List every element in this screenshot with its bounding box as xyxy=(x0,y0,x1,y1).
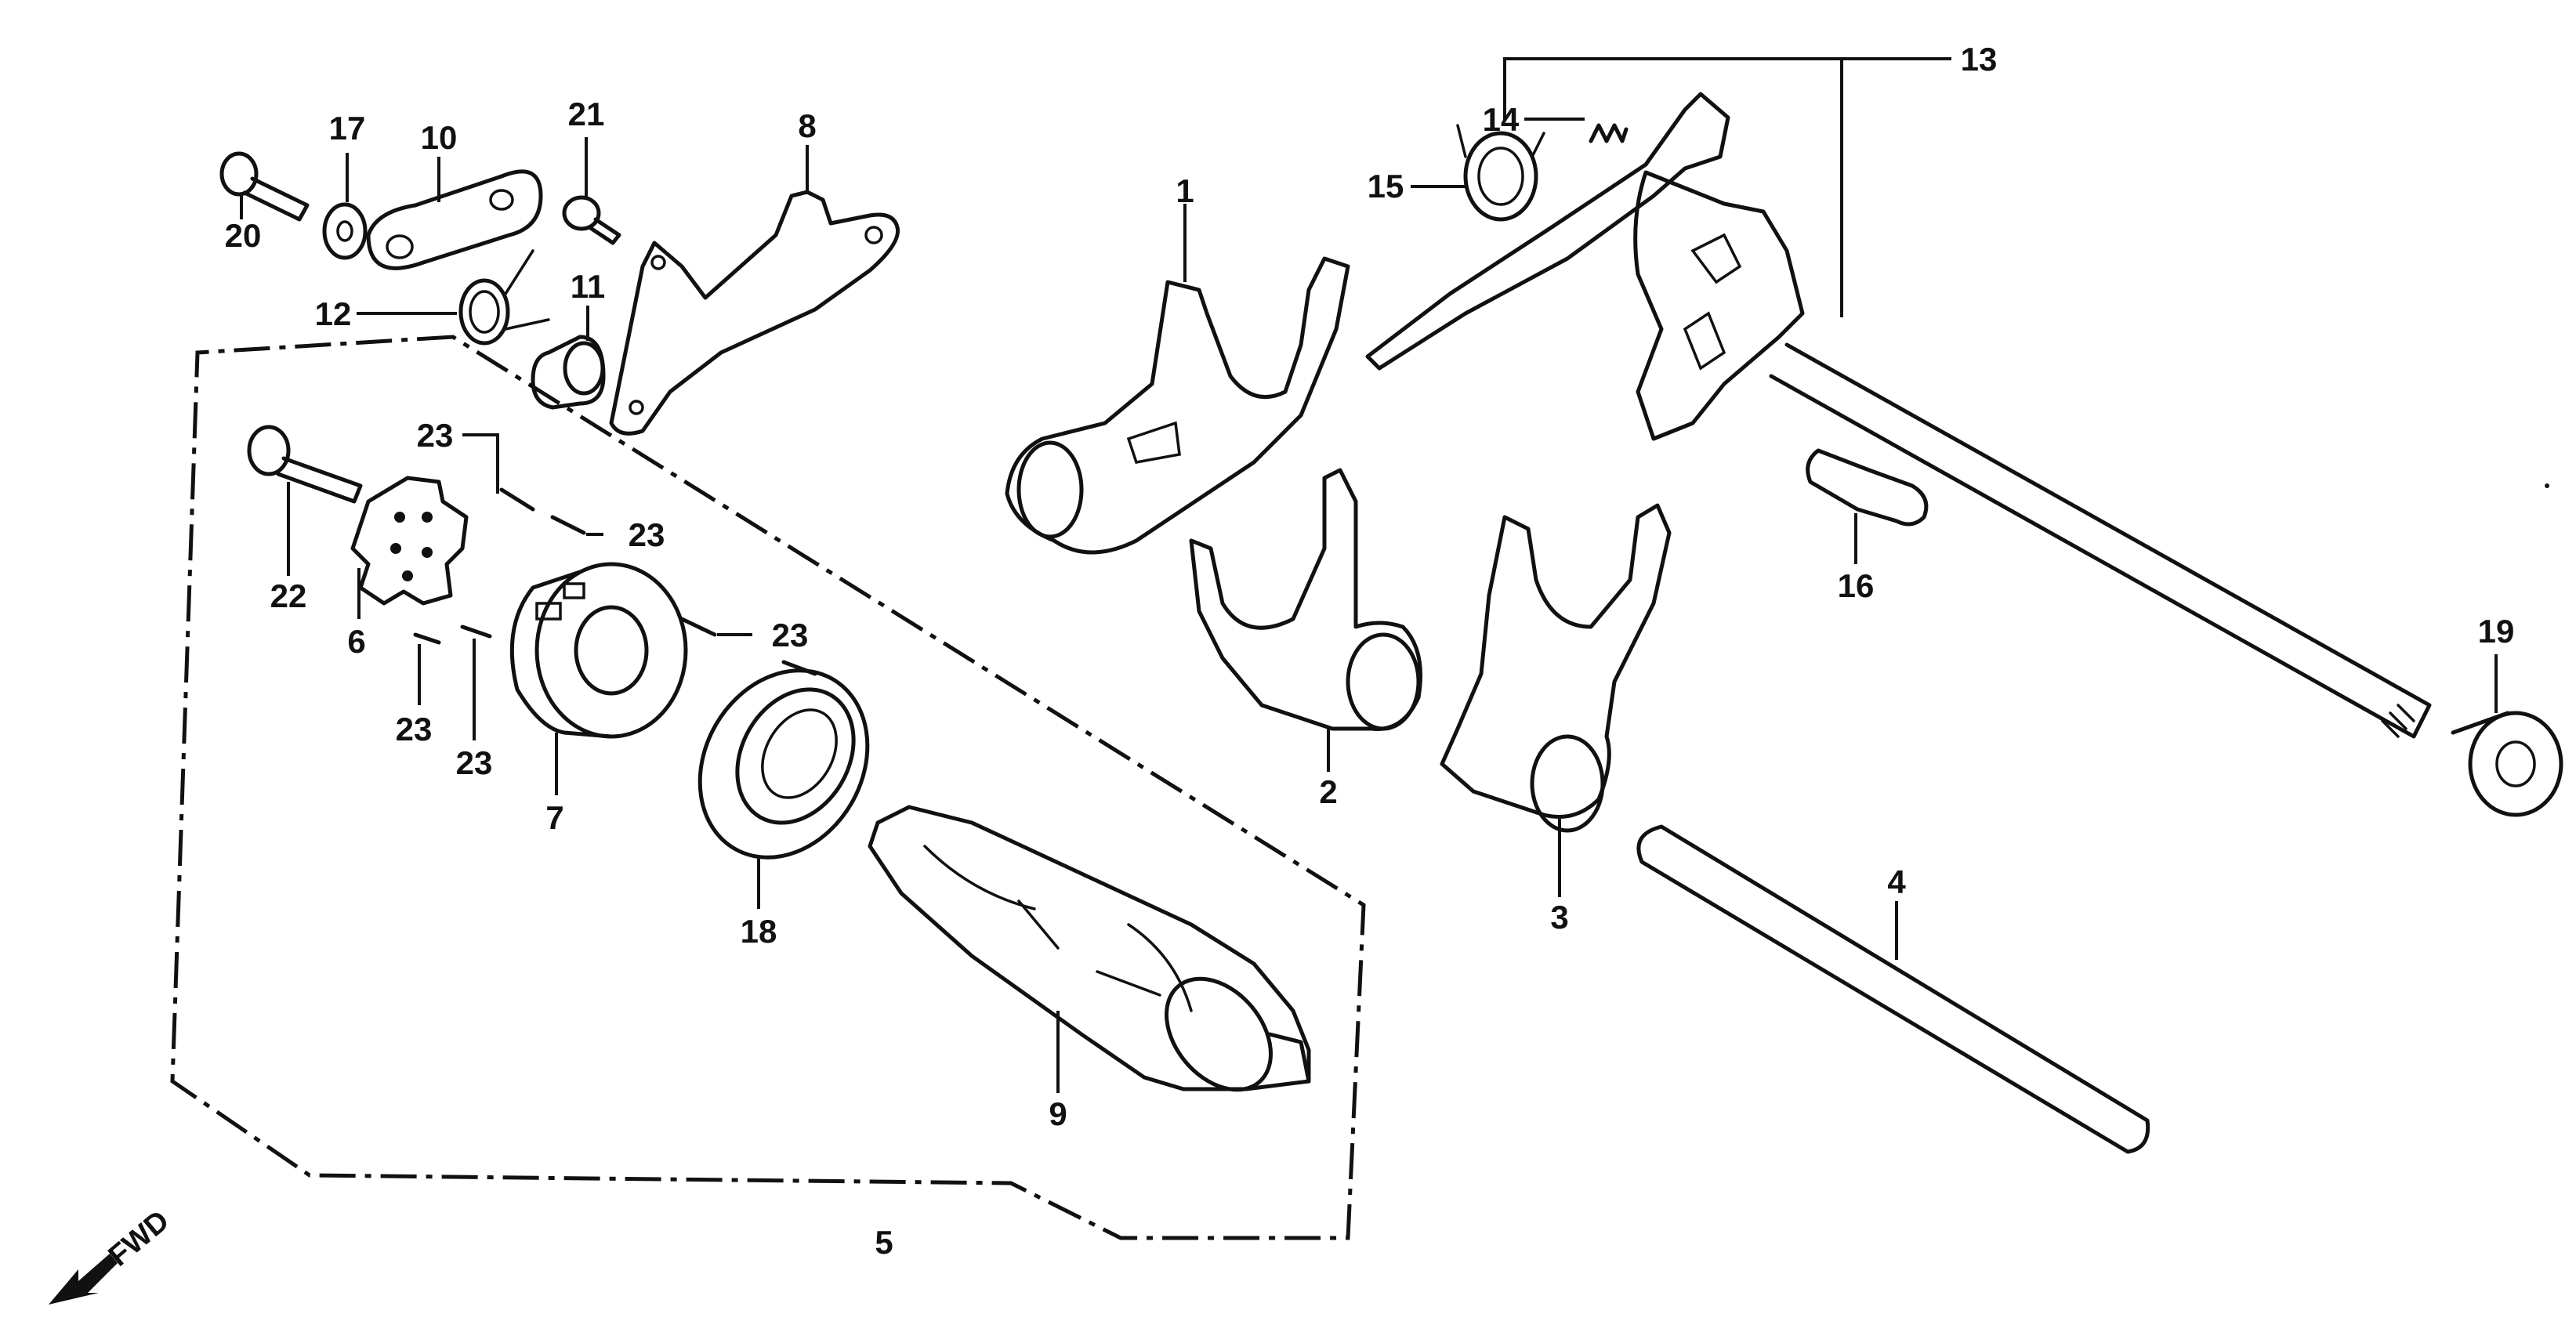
gearshift-shaft-13 xyxy=(1365,92,2432,739)
callout-3: 3 xyxy=(1550,899,1568,936)
callout-7: 7 xyxy=(545,799,563,836)
forward-direction-arrow xyxy=(49,1254,118,1305)
callout-18: 18 xyxy=(741,913,777,950)
callout-23e: 23 xyxy=(456,744,493,781)
callout-23d: 23 xyxy=(396,711,433,747)
callout-6: 6 xyxy=(347,623,365,660)
group-13-bracket xyxy=(1503,57,1843,317)
callout-21: 21 xyxy=(568,96,605,132)
shift-fork-3 xyxy=(1440,503,1672,897)
stopper-plate-8 xyxy=(609,145,900,436)
pin-16 xyxy=(1806,448,1929,564)
callout-23c: 23 xyxy=(772,617,809,653)
collar-11 xyxy=(531,306,606,410)
callout-12: 12 xyxy=(315,295,352,332)
oil-seal-19 xyxy=(2451,654,2563,817)
bolt-20 xyxy=(219,151,310,222)
callout-22: 22 xyxy=(270,577,307,614)
callout-19: 19 xyxy=(2478,613,2515,650)
callout-8: 8 xyxy=(798,107,816,144)
fork-shaft-4 xyxy=(1636,824,2150,1154)
pin-23-group xyxy=(413,433,817,740)
callout-5: 5 xyxy=(875,1224,893,1261)
callout-10: 10 xyxy=(421,119,458,156)
spring-12 xyxy=(357,249,550,346)
shift-fork-2 xyxy=(1189,468,1422,772)
cam-plate-6 xyxy=(350,476,469,619)
return-spring-15 xyxy=(1411,124,1545,222)
callout-20: 20 xyxy=(225,217,262,254)
callout-16: 16 xyxy=(1838,567,1875,604)
callout-4: 4 xyxy=(1887,863,1906,900)
pin-21 xyxy=(562,137,621,245)
callout-23a: 23 xyxy=(417,417,454,454)
speck xyxy=(2545,483,2549,488)
callout-14: 14 xyxy=(1483,101,1520,138)
callout-1: 1 xyxy=(1176,172,1194,209)
bolt-22 xyxy=(247,425,363,576)
spring-14 xyxy=(1524,118,1629,143)
stopper-arm-10 xyxy=(366,157,543,270)
washer-17 xyxy=(322,153,368,260)
callout-23b: 23 xyxy=(629,516,665,553)
callout-9: 9 xyxy=(1049,1095,1067,1132)
callout-2: 2 xyxy=(1319,773,1337,810)
bearing-18 xyxy=(697,668,870,909)
shift-fork-1 xyxy=(1005,204,1350,555)
callout-labels: 1 2 3 4 5 6 7 8 9 10 11 12 13 14 15 16 1… xyxy=(225,41,2515,1261)
callout-11: 11 xyxy=(571,268,605,305)
callout-17: 17 xyxy=(329,110,366,147)
shift-drum-9 xyxy=(868,805,1311,1093)
callout-13: 13 xyxy=(1961,41,1998,78)
callout-15: 15 xyxy=(1368,168,1404,205)
group-5-outline xyxy=(170,335,1366,1240)
drum-cam-7 xyxy=(509,562,688,795)
